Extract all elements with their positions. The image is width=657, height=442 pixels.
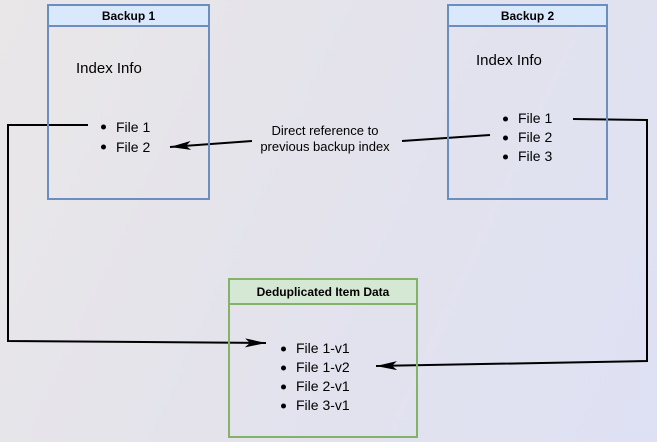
backup1-title: Backup 1 [49,6,208,27]
dedup-box: Deduplicated Item Data File 1-v1 File 1-… [228,278,418,438]
dedup-title: Deduplicated Item Data [230,280,416,305]
dedup-file-item: File 3-v1 [280,396,350,415]
backup2-index-info-label: Index Info [476,52,542,69]
dedup-file-list: File 1-v1 File 1-v2 File 2-v1 File 3-v1 [280,339,350,415]
direct-reference-annotation: Direct reference to previous backup inde… [244,123,406,155]
dedup-file-item: File 1-v1 [280,339,350,358]
backup2-file-item: File 1 [502,109,552,128]
annotation-line1: Direct reference to [271,123,379,138]
backup1-file-list: File 1 File 2 [100,117,150,157]
backup1-file-item: File 1 [100,117,150,137]
dedup-file-item: File 1-v2 [280,358,350,377]
backup2-file-item: File 2 [502,128,552,147]
backup1-box: Backup 1 Index Info File 1 File 2 [47,4,210,200]
dedup-file-item: File 2-v1 [280,377,350,396]
backup2-title: Backup 2 [449,6,606,27]
backup1-file-item: File 2 [100,137,150,157]
annotation-line2: previous backup index [260,139,390,154]
backup2-file-item: File 3 [502,147,552,166]
backup2-file-list: File 1 File 2 File 3 [502,109,552,166]
backup1-index-info-label: Index Info [76,60,142,77]
backup2-box: Backup 2 Index Info File 1 File 2 File 3 [447,4,608,200]
